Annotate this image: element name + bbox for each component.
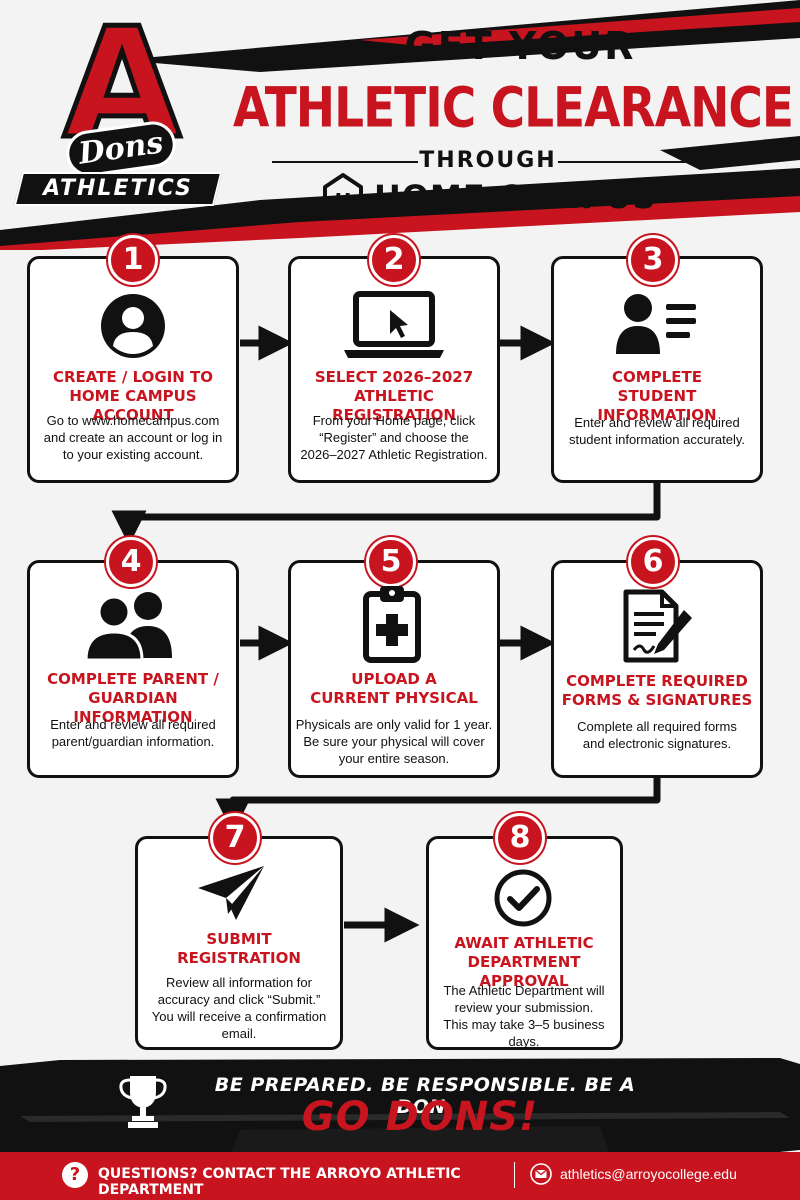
laptop-cursor-icon	[344, 291, 444, 358]
motto-banner-brush	[0, 1058, 800, 1158]
step-number-badge: 6	[628, 537, 678, 587]
footer-contact-text: QUESTIONS? CONTACT THE ARROYO ATHLETIC D…	[98, 1166, 461, 1198]
banner-motto: BE PREPARED. BE RESPONSIBLE. BE A DON.	[214, 1074, 636, 1118]
step-number-badge: 2	[369, 235, 419, 285]
elbow-6-to-7	[215, 776, 661, 834]
step-description: The Athletic Department will review your…	[443, 983, 605, 1049]
step-number-badge: 8	[495, 813, 545, 863]
through-rule-right	[558, 161, 714, 163]
paper-plane-icon	[198, 866, 264, 920]
step-title: CREATE / LOGIN TO HOME CAMPUS ACCOUNT	[52, 368, 214, 424]
step-title: SUBMIT REGISTRATION	[177, 930, 301, 967]
document-pen-icon	[623, 589, 692, 663]
id-card-icon	[616, 294, 696, 354]
check-circle-icon	[494, 869, 552, 927]
step-description: Physicals are only valid for 1 year. Be …	[295, 717, 493, 766]
envelope-icon	[530, 1163, 552, 1185]
title-line-1: GET YOUR	[404, 24, 636, 68]
step-number-badge: 7	[210, 813, 260, 863]
step-title: SELECT 2026–2027 ATHLETIC REGISTRATION	[314, 368, 474, 424]
through-rule-left	[272, 161, 418, 163]
header-brush-background	[0, 0, 800, 250]
footer-divider	[514, 1162, 515, 1188]
step-title: UPLOAD A CURRENT PHYSICAL	[310, 670, 478, 707]
step-description: Review all information for accuracy and …	[151, 975, 327, 1041]
step-card-1	[27, 256, 239, 483]
step-description: Enter and review all required parent/gua…	[50, 717, 216, 749]
trophy-icon	[119, 1076, 167, 1128]
step-title: COMPLETE STUDENT INFORMATION	[597, 368, 717, 424]
step-description: Go to www.homecampus.com and create an a…	[43, 413, 223, 462]
logo-band-text: ATHLETICS	[43, 176, 193, 201]
step-title: AWAIT ATHLETIC DEPARTMENT APPROVAL	[454, 934, 594, 990]
title-line-2: ATHLETIC CLEARANCE	[233, 76, 794, 141]
footer-bar	[0, 1152, 800, 1200]
step-card-4	[27, 560, 239, 778]
dons-athletics-logo: A Dons ATHLETICS	[13, 5, 223, 206]
step-description: From your Home page, click “Register” an…	[300, 413, 488, 462]
step-card-3	[551, 256, 763, 483]
home-campus-house-icon: H	[323, 173, 363, 216]
people-icon	[84, 592, 172, 660]
step-description: Complete all required forms and electron…	[577, 719, 737, 751]
through-label: THROUGH	[419, 148, 557, 173]
step-number-badge: 3	[628, 235, 678, 285]
elbow-3-to-4	[111, 482, 661, 546]
step-number-badge: 1	[108, 235, 158, 285]
step-title: COMPLETE REQUIRED FORMS & SIGNATURES	[561, 672, 753, 709]
question-icon: ?	[62, 1162, 88, 1188]
banner-cheer: GO DONS!	[301, 1094, 539, 1140]
footer-email-link[interactable]: athletics@arroyocollege.edu	[560, 1166, 737, 1182]
step-number-badge: 4	[106, 537, 156, 587]
step-title: COMPLETE PARENT / GUARDIAN INFORMATION	[47, 670, 219, 726]
step-description: Enter and review all required student in…	[568, 415, 746, 447]
clipboard-medical-icon	[363, 586, 421, 663]
user-icon	[101, 294, 165, 358]
brand-name: HOME CAMPUS	[374, 178, 657, 216]
home-campus-icon-letter: H	[335, 189, 352, 213]
step-number-badge: 5	[366, 537, 416, 587]
